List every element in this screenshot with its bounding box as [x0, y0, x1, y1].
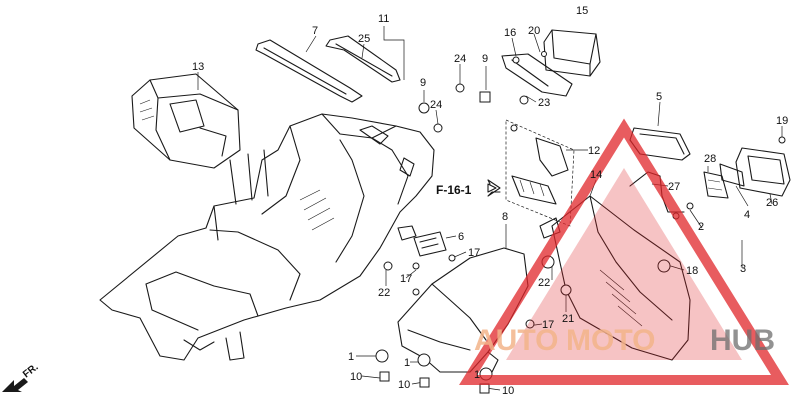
callout-1: 1	[474, 369, 480, 381]
callout-7: 7	[312, 25, 318, 37]
callout-5: 5	[656, 91, 662, 103]
reference-label: F-16-1	[436, 183, 472, 197]
callout-24: 24	[454, 53, 466, 65]
callout-25: 25	[358, 33, 370, 45]
callout-20: 20	[528, 25, 540, 37]
callout-8: 8	[502, 211, 508, 223]
part-13-cover	[131, 73, 241, 169]
callout-17: 17	[400, 273, 412, 285]
watermark-brand: AUTO MOTO HUB	[474, 324, 775, 357]
callout-17: 17	[542, 319, 554, 331]
front-direction-label: FR.	[21, 362, 41, 381]
callout-27: 27	[668, 181, 680, 193]
callout-4: 4	[744, 209, 750, 221]
reference-f-16-1: F-16-1	[436, 179, 501, 197]
callout-9: 9	[482, 53, 488, 65]
callout-15: 15	[576, 5, 588, 17]
watermark-brand-moto: MOTO	[566, 324, 655, 357]
callout-26: 26	[766, 197, 778, 209]
callout-6: 6	[458, 231, 464, 243]
callout-24: 24	[430, 99, 442, 111]
callout-10: 10	[350, 371, 362, 383]
part-25-seal	[325, 35, 401, 83]
front-direction-indicator: FR.	[2, 362, 41, 392]
part-6-bracket	[413, 231, 447, 257]
callout-10: 10	[502, 385, 514, 397]
part-4-bulb	[719, 163, 745, 187]
callout-10: 10	[398, 379, 410, 391]
callout-22: 22	[378, 287, 390, 299]
callout-28: 28	[704, 153, 716, 165]
callout-3: 3	[740, 263, 746, 275]
part-7-seal	[255, 39, 363, 103]
part-26-housing	[735, 147, 791, 197]
watermark-brand-auto: AUTO	[474, 324, 558, 357]
part-15-box	[543, 29, 601, 77]
callout-1: 1	[404, 357, 410, 369]
callout-labels: 11 7 25 13 9 24 24 9 16 20 15 23 5 19 12…	[192, 5, 788, 397]
callout-9: 9	[420, 77, 426, 89]
callout-17: 17	[468, 247, 480, 259]
callout-12: 12	[588, 145, 600, 157]
front-arrow-icon	[2, 378, 28, 392]
callout-19: 19	[776, 115, 788, 127]
callout-2: 2	[698, 221, 704, 233]
callout-23: 23	[538, 97, 550, 109]
callout-1: 1	[348, 351, 354, 363]
part-11-inner-fender	[99, 113, 435, 361]
part-14-bracket	[539, 195, 691, 361]
watermark-brand-hub: HUB	[710, 324, 775, 357]
part-12-bracket-group	[505, 119, 575, 227]
leader-lines	[197, 26, 783, 391]
part-28-socket	[703, 171, 729, 199]
callout-16: 16	[504, 27, 516, 39]
callout-18: 18	[686, 265, 698, 277]
reference-arrow-icon	[487, 179, 501, 197]
callout-13: 13	[192, 61, 204, 73]
callout-21: 21	[562, 313, 574, 325]
callout-14: 14	[590, 169, 602, 181]
watermark-triangle	[459, 118, 789, 385]
callout-11: 11	[378, 13, 389, 25]
part-16-holder	[501, 53, 573, 97]
callout-22: 22	[538, 277, 550, 289]
